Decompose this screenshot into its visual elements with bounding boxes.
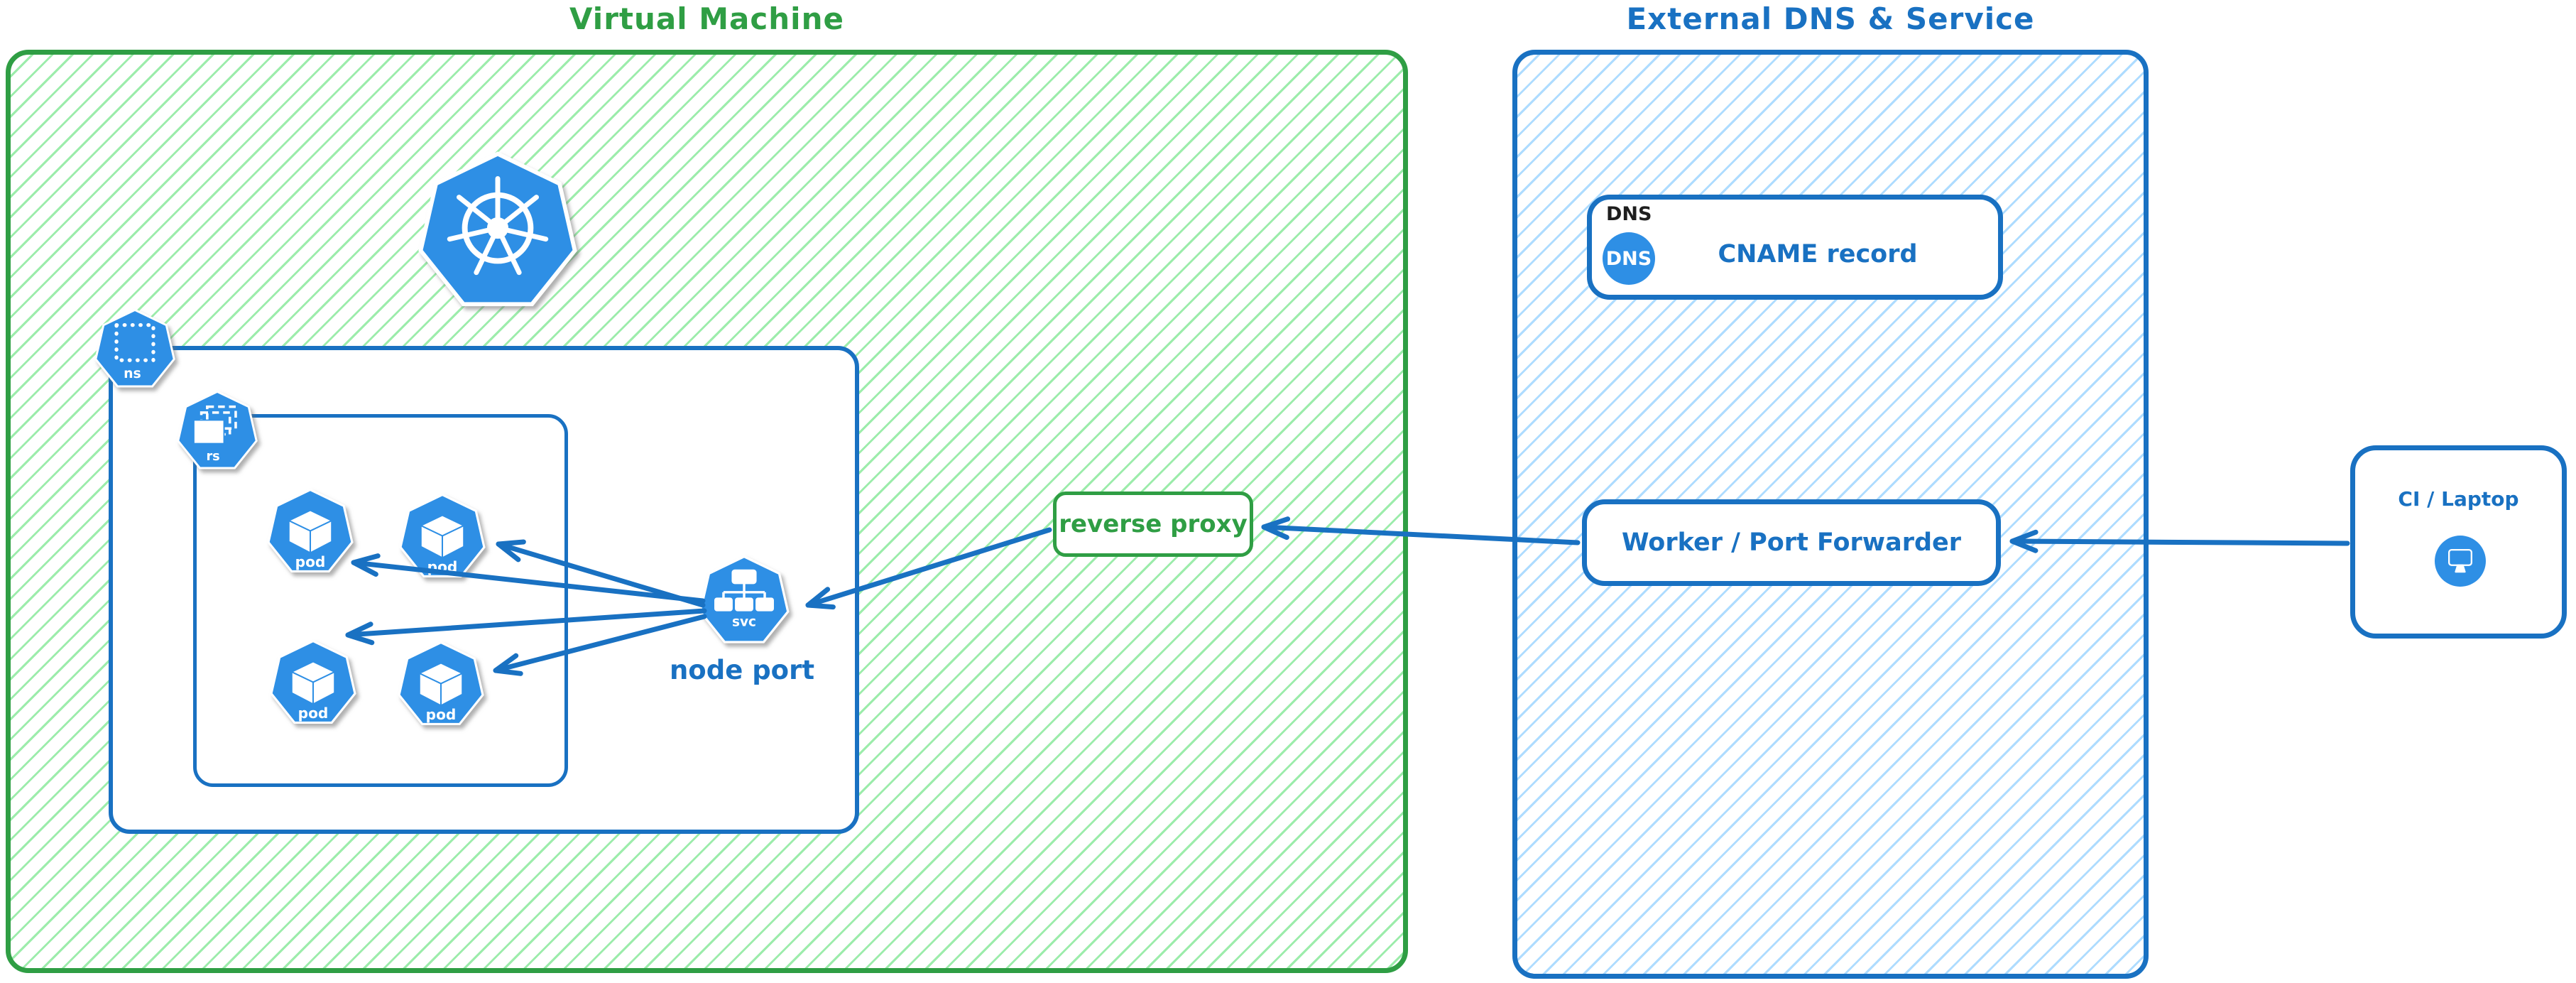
replicaset-icon-label: rs: [206, 450, 219, 464]
service-icon: svc: [699, 555, 790, 643]
namespace-icon-label: ns: [124, 366, 141, 381]
pod-icon-label: pod: [298, 705, 329, 722]
pod-icon: pod: [399, 493, 486, 578]
kubernetes-icon: [415, 151, 580, 315]
service-icon-label: svc: [732, 614, 756, 629]
dns-badge-icon: DNS: [1603, 232, 1655, 285]
external-dns-service-title: External DNS & Service: [1626, 1, 2035, 36]
reverse-proxy-label: reverse proxy: [1059, 510, 1248, 538]
pod-icon: pod: [398, 641, 484, 726]
pod-icon-label: pod: [295, 553, 326, 570]
cname-record-box: [1587, 195, 2003, 300]
worker-port-forwarder-box: Worker / Port Forwarder: [1582, 499, 2001, 586]
dns-tag: DNS: [1606, 203, 1652, 225]
pod-icon-label: pod: [427, 558, 458, 575]
monitor-icon: [2435, 536, 2486, 587]
ci-laptop-label: CI / Laptop: [2398, 487, 2519, 511]
node-port-caption: node port: [669, 655, 815, 685]
cname-record-label: CNAME record: [1718, 240, 1918, 268]
pod-icon-label: pod: [426, 706, 457, 723]
virtual-machine-title: Virtual Machine: [569, 1, 844, 36]
replicaset-icon: rs: [177, 390, 258, 469]
dns-badge-label: DNS: [1605, 247, 1652, 270]
pod-icon: pod: [270, 639, 356, 724]
namespace-icon: ns: [94, 308, 175, 388]
pod-icon: pod: [267, 488, 354, 573]
reverse-proxy-box: reverse proxy: [1053, 492, 1253, 557]
worker-port-forwarder-label: Worker / Port Forwarder: [1621, 528, 1962, 557]
